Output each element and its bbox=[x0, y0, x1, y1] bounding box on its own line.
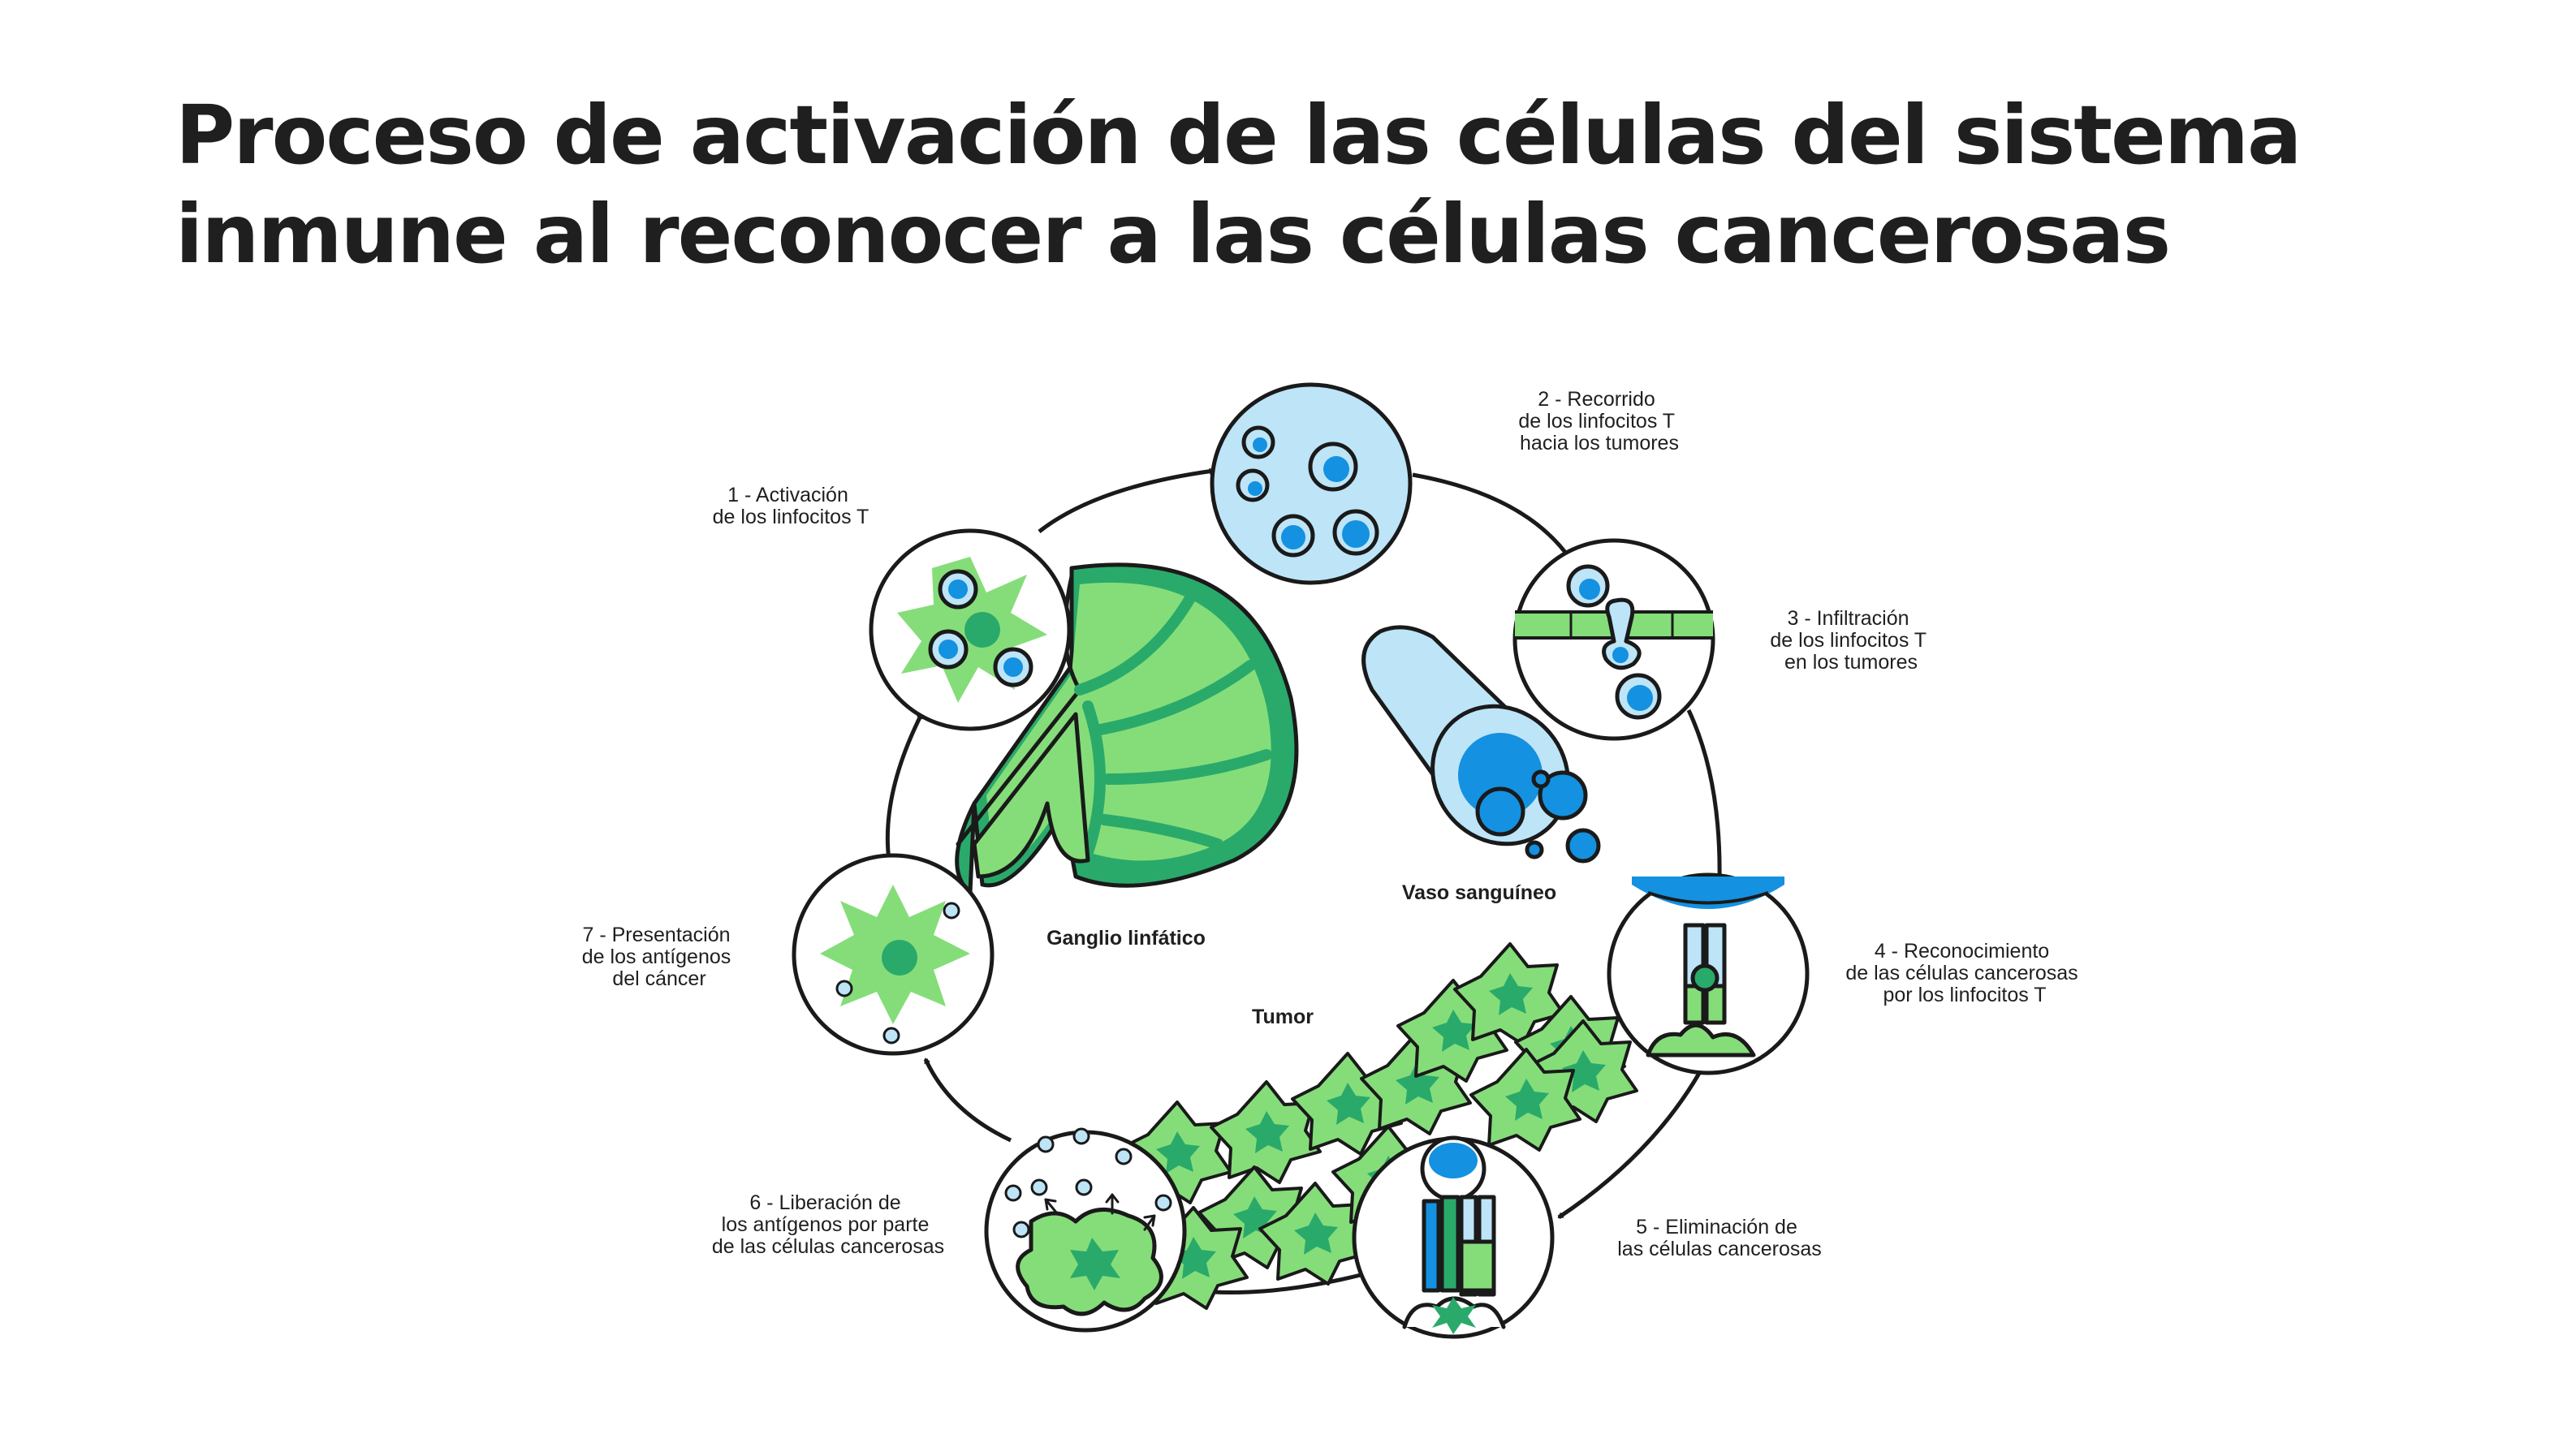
blood-vessel-illustration bbox=[1361, 625, 1601, 864]
step-7-label: 7 - Presentación de los antígenos del cá… bbox=[582, 924, 736, 990]
step-6-circle bbox=[984, 1127, 1187, 1333]
step-5-label: 5 - Eliminación de las células cancerosa… bbox=[1617, 1216, 1822, 1260]
step-6-label: 6 - Liberación de los antígenos por part… bbox=[712, 1191, 944, 1258]
title-line-1: Proceso de activación de las células del… bbox=[175, 88, 2302, 183]
title-line-2: inmune al reconocer a las células cancer… bbox=[175, 187, 2171, 282]
lymph-node-illustration bbox=[955, 562, 1299, 895]
step-2-label: 2 - Recorrido de los linfocitos T hacia … bbox=[1518, 388, 1680, 454]
step-1-circle bbox=[869, 528, 1072, 731]
page-title: Proceso de activación de las células del… bbox=[175, 86, 2449, 284]
step-4-label: 4 - Reconocimiento de las células cancer… bbox=[1845, 940, 2083, 1006]
step-1-label: 1 - Activación de los linfocitos T bbox=[713, 484, 869, 528]
step-7-circle bbox=[792, 853, 995, 1056]
step-5-circle bbox=[1352, 1135, 1555, 1339]
step-3-label: 3 - Infiltración de los linfocitos T en … bbox=[1770, 607, 1931, 674]
tumor-label: Tumor bbox=[1252, 1006, 1314, 1028]
blood-vessel-label: Vaso sanguíneo bbox=[1402, 881, 1556, 904]
step-4-circle bbox=[1607, 872, 1810, 1075]
cycle-arrows bbox=[885, 467, 1723, 1294]
step-3-circle bbox=[1512, 538, 1715, 741]
lymph-node-label: Ganglio linfático bbox=[1046, 927, 1206, 950]
step-2-circle bbox=[1210, 382, 1413, 585]
